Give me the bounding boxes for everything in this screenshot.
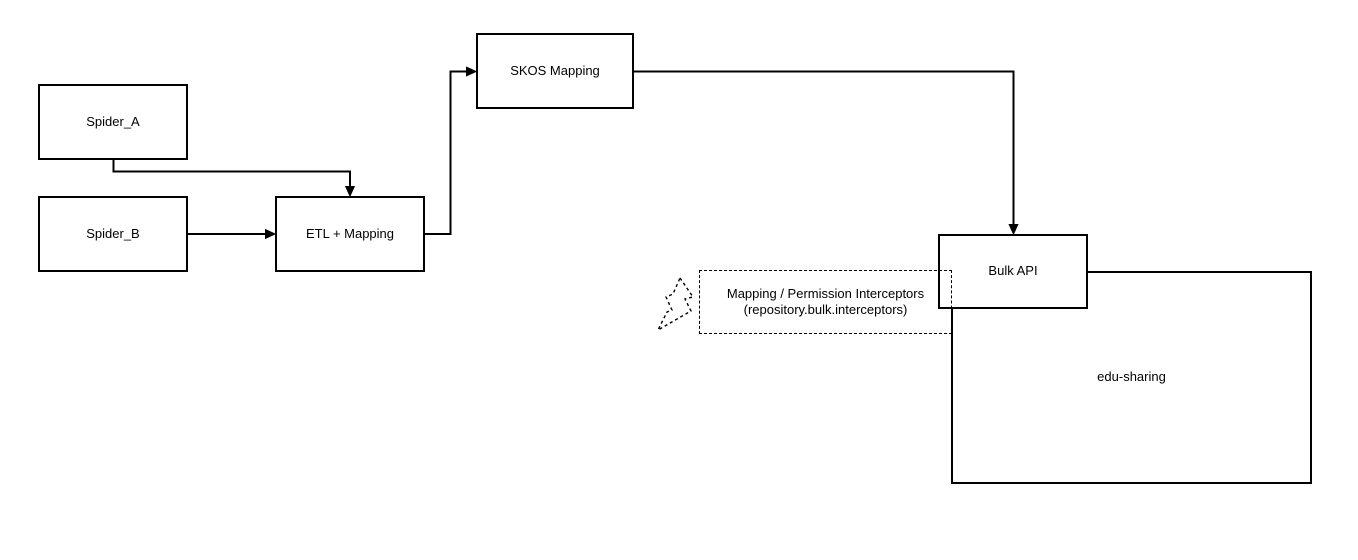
node-interceptors-label-line2: (repository.bulk.interceptors) <box>743 302 908 317</box>
node-bulk-api: Bulk API <box>938 234 1088 309</box>
node-bulk-api-label: Bulk API <box>988 263 1038 279</box>
arrowhead-icon <box>466 66 478 77</box>
node-etl-mapping: ETL + Mapping <box>275 196 425 272</box>
node-spider-a-label: Spider_A <box>86 113 140 129</box>
node-spider-b-label: Spider_B <box>86 225 140 241</box>
node-spider-b: Spider_B <box>38 196 188 272</box>
arrowhead-icon <box>344 186 356 198</box>
node-etl-mapping-label: ETL + Mapping <box>305 225 395 241</box>
node-spider-a: Spider_A <box>38 84 188 160</box>
node-interceptors: Mapping / Permission Interceptors (repos… <box>699 270 952 334</box>
node-edu-sharing-label: edu-sharing <box>1097 369 1166 385</box>
edge-skos-to-bulk-api <box>634 70 1019 236</box>
arrowhead-icon <box>1008 224 1019 236</box>
node-interceptors-label-line1: Mapping / Permission Interceptors <box>726 285 925 301</box>
edge-spider-a-to-etl <box>112 160 356 198</box>
edge-spider-b-to-etl <box>188 228 277 240</box>
node-interceptors-label: Mapping / Permission Interceptors (repos… <box>727 286 924 319</box>
arrowhead-icon <box>265 228 277 240</box>
node-skos-mapping: SKOS Mapping <box>476 33 634 109</box>
node-skos-mapping-label: SKOS Mapping <box>510 62 600 78</box>
lightning-bolt-icon <box>656 276 695 332</box>
edge-etl-to-skos <box>425 66 478 235</box>
